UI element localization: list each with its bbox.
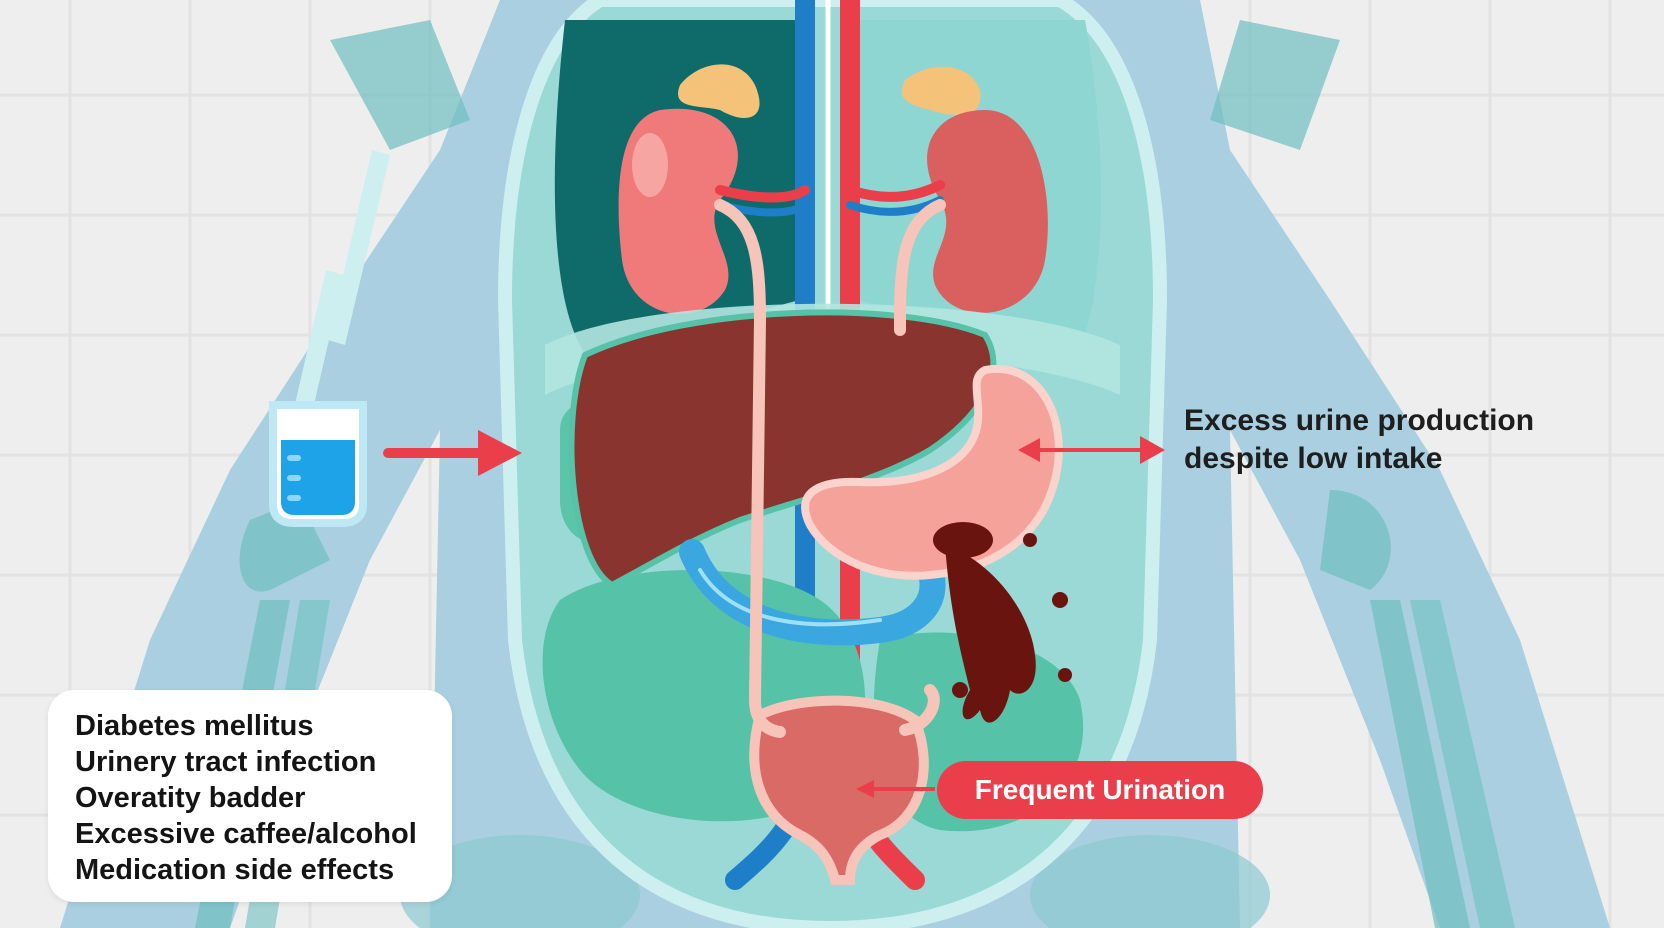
arrow-right-icon	[383, 430, 522, 476]
arrow-left-icon	[856, 780, 935, 798]
kidneys	[618, 108, 1048, 314]
bladder	[749, 695, 929, 885]
frequent-urination-badge: Frequent Urination	[937, 761, 1263, 819]
ureters	[714, 199, 946, 738]
cause-item: Excessive caffee/alcohol	[75, 818, 417, 850]
adrenal-gland-left	[678, 64, 760, 118]
cause-item: Medication side effects	[75, 854, 395, 886]
badge-label: Frequent Urination	[974, 774, 1226, 805]
double-arrow-icon	[1018, 436, 1165, 464]
annotation-label: Excess urine production despite low inta…	[1184, 402, 1534, 478]
liver	[568, 309, 997, 589]
causes-card: Diabetes mellitus Urinery tract infectio…	[48, 690, 452, 902]
stomach	[801, 364, 1063, 580]
intestine-highlight	[698, 568, 882, 627]
annotation-line-1: Excess urine production	[1184, 404, 1535, 437]
causes-list: Diabetes mellitus Urinery tract infectio…	[48, 690, 452, 888]
cause-item: Overatity badder	[75, 782, 306, 814]
adrenal-gland-right	[901, 66, 981, 116]
spill	[933, 522, 1072, 723]
water-glass-icon	[269, 401, 367, 527]
cause-item: Diabetes mellitus	[75, 710, 314, 742]
annotation-line-2: despite low intake	[1184, 442, 1443, 475]
cause-item: Urinery tract infection	[75, 746, 377, 778]
